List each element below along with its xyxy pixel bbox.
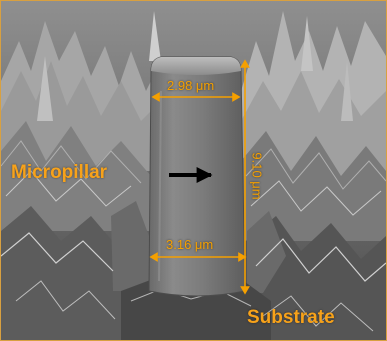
bottom-width-label: 3.16 μm — [166, 237, 214, 252]
substrate-label: Substrate — [247, 307, 335, 328]
top-width-label: 2.98 μm — [167, 78, 215, 93]
background-spikes — [1, 11, 386, 181]
micropillar-label: Micropillar — [11, 162, 108, 183]
midground-texture — [1, 121, 386, 241]
height-label: 9.10 μm — [249, 152, 265, 200]
measurement-lines — [149, 59, 250, 295]
